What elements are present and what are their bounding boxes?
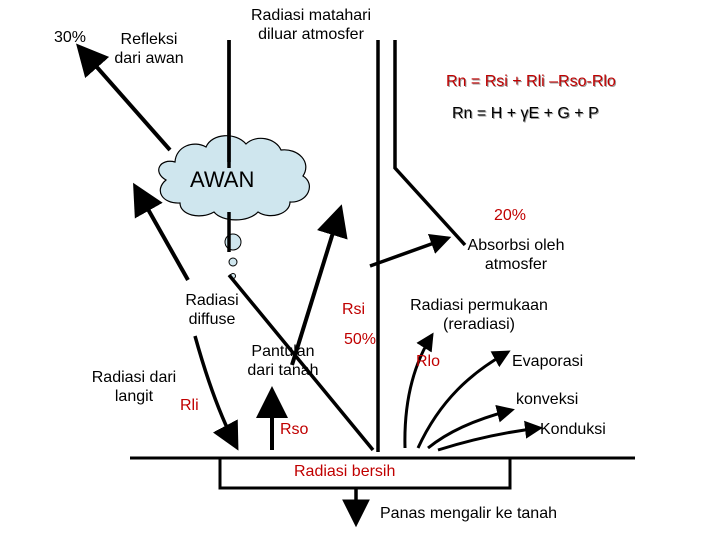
reflection-label: Refleksi dari awan xyxy=(104,30,194,68)
rsi-label: Rsi xyxy=(342,301,366,318)
ground-reflection-line1: Pantulan xyxy=(251,343,315,360)
convection-label: konveksi xyxy=(516,391,579,408)
energy-balance-equation: Rn = H + γE + G + P xyxy=(452,105,599,122)
diffuse-line2: diffuse xyxy=(188,311,236,328)
ground-reflection-label: Pantulan dari tanah xyxy=(238,342,328,380)
rlo-label: Rlo xyxy=(416,353,441,370)
cloud-label: AWAN xyxy=(190,167,255,192)
reflection-arrow xyxy=(76,43,172,152)
surface-radiation-label: Radiasi permukaan (reradiasi) xyxy=(396,296,562,334)
surface-radiation-line1: Radiasi permukaan xyxy=(410,297,548,314)
absorption-label: Absorbsi oleh atmosfer xyxy=(454,236,578,274)
cloud-shape xyxy=(158,135,310,221)
reflection-label-line2: dari awan xyxy=(114,50,184,67)
rso-label: Rso xyxy=(280,421,309,438)
reflection-percent: 30% xyxy=(54,29,87,46)
solar-radiation-line2: diluar atmosfer xyxy=(258,26,364,43)
absorption-arrow xyxy=(369,234,452,268)
solar-radiation-label: Radiasi matahari diluar atmosfer xyxy=(236,6,386,44)
bubble-medium xyxy=(228,257,238,267)
evaporation-arrow xyxy=(416,350,511,449)
rli-label: Rli xyxy=(180,397,199,414)
absorption-percent: 20% xyxy=(494,207,527,224)
sky-radiation-line2: langit xyxy=(114,388,154,405)
conduction-arrow xyxy=(437,420,543,452)
net-radiation-bracket xyxy=(218,458,512,490)
diffuse-label: Radiasi diffuse xyxy=(172,291,252,329)
diffuse-line1: Radiasi xyxy=(185,292,239,309)
convection-arrow xyxy=(427,404,515,450)
sky-radiation-line1: Radiasi dari xyxy=(91,369,177,386)
rlo-arrow xyxy=(403,332,434,449)
diffuse-up-arrow xyxy=(133,182,190,281)
reflection-label-line1: Refleksi xyxy=(120,31,178,48)
ground-reflection-line2: dari tanah xyxy=(247,362,319,379)
surface-radiation-line2: (reradiasi) xyxy=(442,316,515,333)
solar-radiation-line1: Radiasi matahari xyxy=(250,7,372,24)
sky-radiation-arrow xyxy=(193,335,239,451)
rsi-percent: 50% xyxy=(344,331,377,348)
net-radiation-equation: Rn = Rsi + Rli –Rso-Rlo xyxy=(446,73,616,90)
absorption-line2: atmosfer xyxy=(484,256,548,273)
ground-reflection-arrow xyxy=(290,204,348,366)
conduction-label: Konduksi xyxy=(540,421,606,438)
ground-heat-flow-label: Panas mengalir ke tanah xyxy=(380,505,557,522)
absorption-line1: Absorbsi oleh xyxy=(467,237,565,254)
sky-radiation-label: Radiasi dari langit xyxy=(84,368,184,406)
evaporation-label: Evaporasi xyxy=(512,353,584,370)
net-radiation-label: Radiasi bersih xyxy=(294,463,396,480)
